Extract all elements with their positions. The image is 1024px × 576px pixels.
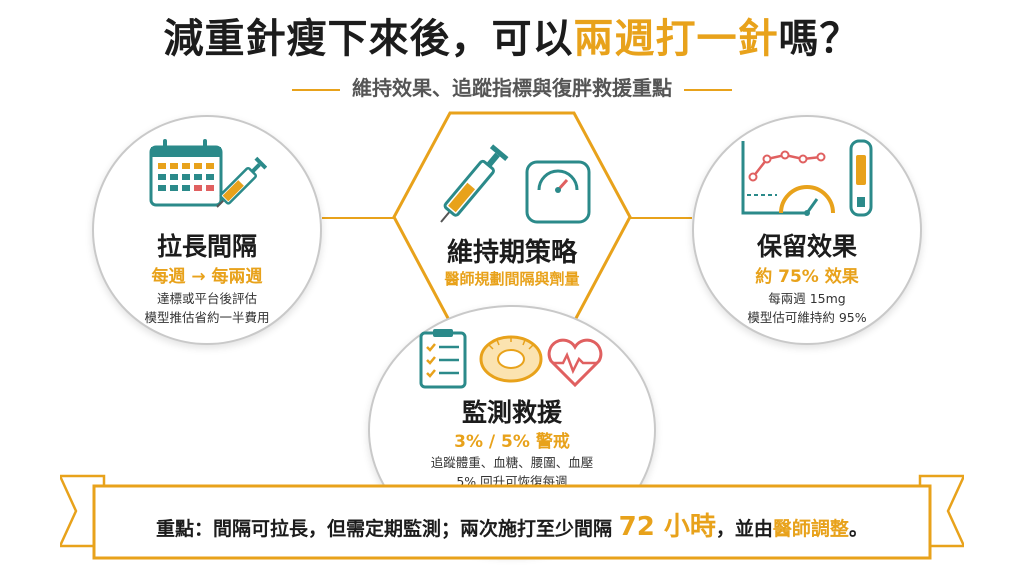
node-accent: 3% / 5% 警戒: [454, 432, 570, 452]
node-accent: 約 75% 效果: [755, 267, 859, 287]
node-extend-interval: 拉長間隔 每週 → 每兩週 達標或平台後評估 模型推估省約一半費用: [92, 115, 322, 345]
measuring-tape-icon: [479, 335, 543, 383]
node-title: 保留效果: [756, 232, 857, 261]
node-desc-line-1: 每兩週 15mg: [768, 291, 846, 306]
scale-icon: [525, 160, 591, 224]
node-retain-effect: 保留效果 約 75% 效果 每兩週 15mg 模型估可維持約 95%: [692, 115, 922, 345]
key-point-text: 重點：間隔可拉長，但需定期監測；兩次施打至少間隔 72 小時，並由醫師調整。: [0, 506, 1024, 543]
node-accent: 醫師規劃間隔與劑量: [444, 270, 580, 288]
heart-pulse-icon: [547, 338, 603, 388]
page-title: 減重針瘦下來後，可以兩週打一針嗎？: [0, 6, 1024, 64]
node-desc-line-1: 追蹤體重、血糖、腰圍、血壓: [430, 455, 594, 470]
title-highlight: 兩週打一針: [573, 16, 779, 62]
key-point-hours: 72 小時: [618, 512, 716, 542]
ribbon-banner: [60, 474, 964, 560]
key-point-doctor: 醫師調整: [772, 518, 849, 540]
node-accent: 每週 → 每兩週: [151, 267, 263, 287]
key-point-part2: ，並由: [715, 518, 773, 540]
key-point-part3: 。: [848, 518, 868, 540]
subtitle-dash-left: [292, 88, 340, 91]
subtitle: 維持效果、追蹤指標與復胖救援重點: [0, 72, 1024, 101]
node-title: 監測救援: [461, 398, 562, 427]
node-desc-line-1: 達標或平台後評估: [156, 291, 257, 306]
subtitle-dash-right: [684, 88, 732, 91]
node-maintenance-strategy: 維持期策略 醫師規劃間隔與劑量: [390, 110, 634, 325]
syringe-icon: [216, 156, 267, 208]
left-icons: [94, 135, 320, 215]
title-after: 嗎？: [778, 16, 861, 62]
node-desc: 每兩週 15mg 模型估可維持約 95%: [694, 289, 920, 327]
calendar-icon: [149, 139, 223, 207]
bottom-icons: [370, 327, 654, 391]
node-desc-line-2: 模型推估省約一半費用: [144, 310, 270, 325]
center-icons: [390, 122, 634, 230]
node-title: 拉長間隔: [156, 232, 257, 261]
injection-pen-icon: [849, 139, 873, 217]
line-chart-icon: [741, 141, 826, 215]
right-icons: [694, 137, 920, 221]
subtitle-text: 維持效果、追蹤指標與復胖救援重點: [352, 76, 672, 100]
gauge-icon: [779, 185, 835, 216]
title-before: 減重針瘦下來後，可以: [163, 16, 574, 62]
node-desc: 達標或平台後評估 模型推估省約一半費用: [94, 289, 320, 327]
node-desc-line-2: 模型估可維持約 95%: [747, 310, 867, 325]
node-title: 維持期策略: [446, 238, 577, 268]
syringe-icon: [440, 144, 509, 223]
key-point-part1: 重點：間隔可拉長，但需定期監測；兩次施打至少間隔: [156, 518, 613, 540]
checklist-icon: [419, 329, 467, 389]
